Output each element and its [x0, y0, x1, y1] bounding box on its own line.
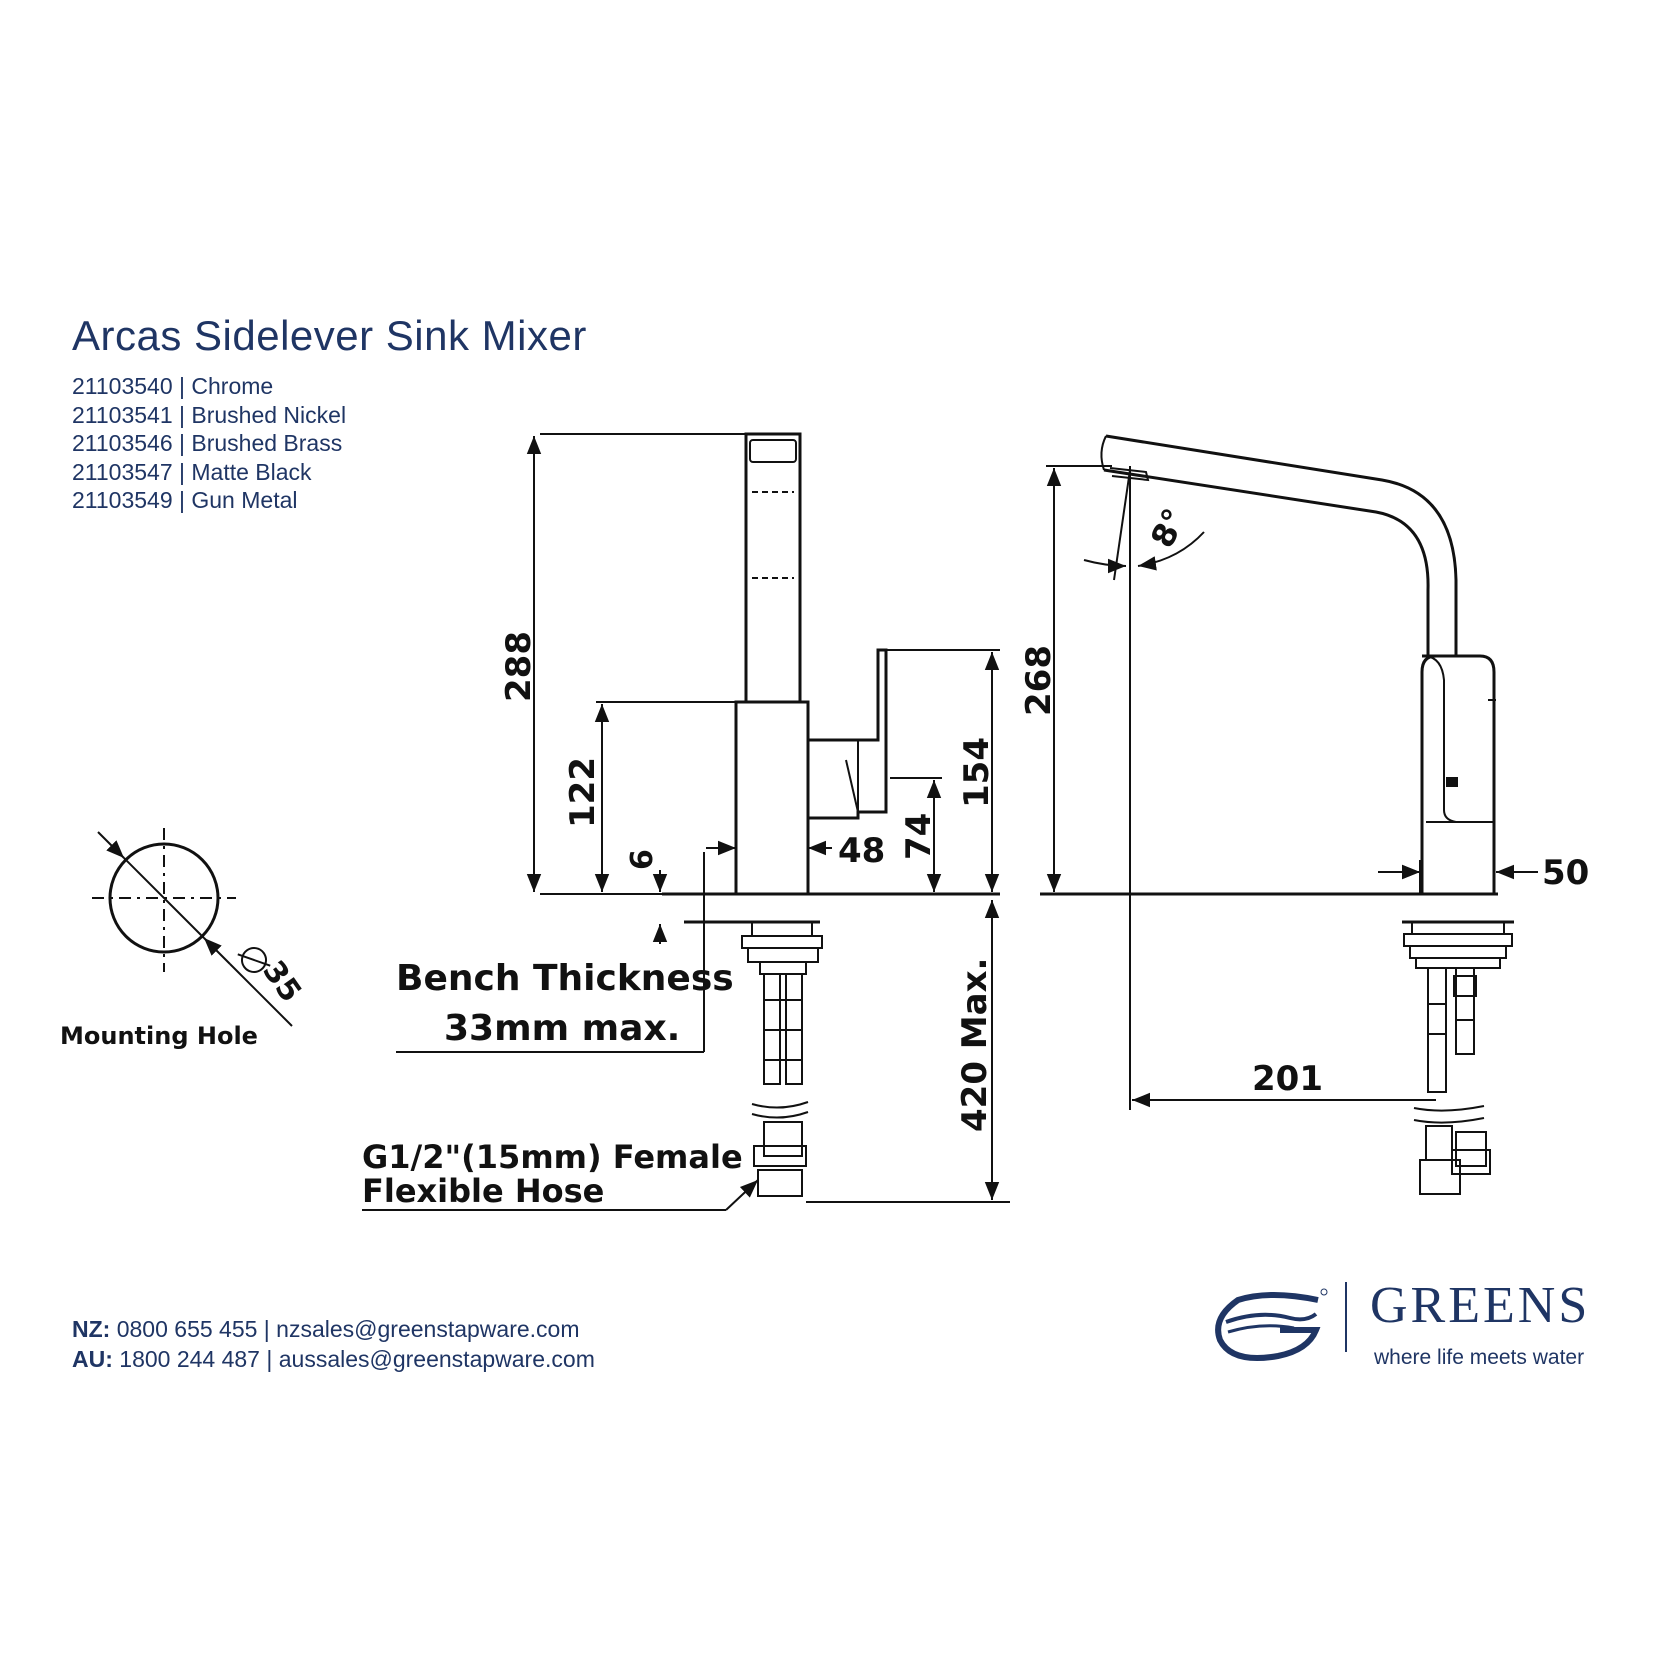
- hose-spec-label: G1/2"(15mm) Female: [362, 1138, 743, 1176]
- diameter-symbol: [237, 947, 271, 973]
- dim-outlet-height: 74: [899, 813, 939, 860]
- au-details: 1800 244 487 | aussales@greenstapware.co…: [119, 1346, 595, 1372]
- hose-type-label: Flexible Hose: [362, 1172, 604, 1210]
- variant-line: 21103546 | Brushed Brass: [72, 430, 343, 456]
- dim-overall-height: 288: [499, 631, 539, 702]
- mounting-hole-view: [92, 828, 293, 1027]
- nz-label: NZ:: [72, 1316, 111, 1342]
- contact-nz: NZ: 0800 655 455 | nzsales@greenstapware…: [72, 1314, 595, 1344]
- contact-au: AU: 1800 244 487 | aussales@greenstapwar…: [72, 1344, 595, 1374]
- dim-angle: 8°: [1143, 502, 1194, 553]
- variant-line: 21103549 | Gun Metal: [72, 487, 298, 513]
- au-label: AU:: [72, 1346, 113, 1372]
- variant-line: 21103540 | Chrome: [72, 373, 274, 399]
- dim-lever-width: 48: [838, 831, 885, 871]
- bench-thickness-label: Bench Thickness: [396, 958, 734, 999]
- mounting-hole-label: Mounting Hole: [60, 1022, 258, 1050]
- front-view: [362, 432, 1010, 1211]
- brand-tagline: where life meets water: [1374, 1346, 1585, 1369]
- brand-name: GREENS: [1370, 1277, 1591, 1334]
- dim-hose-length: 420 Max.: [955, 958, 995, 1132]
- variant-line: 21103541 | Brushed Nickel: [72, 401, 347, 428]
- contact-info: NZ: 0800 655 455 | nzsales@greenstapware…: [72, 1314, 595, 1374]
- dim-base-width: 50: [1542, 853, 1589, 893]
- dim-body-height: 122: [563, 757, 603, 828]
- nz-details: 0800 655 455 | nzsales@greenstapware.com: [116, 1316, 580, 1342]
- dim-reach: 201: [1252, 1059, 1323, 1099]
- dim-lever-height: 154: [957, 737, 997, 808]
- bench-thickness-max: 33mm max.: [444, 1008, 680, 1049]
- variant-line: 21103547 | Matte Black: [72, 458, 312, 485]
- variant-list: 21103540 | Chrome 21103541 | Brushed Nic…: [72, 372, 346, 515]
- greens-logo-icon: [1215, 1288, 1328, 1361]
- dim-side-height: 268: [1019, 645, 1059, 716]
- side-view: [1040, 434, 1538, 1195]
- dim-base-offset: 6: [625, 849, 660, 870]
- product-title: Arcas Sidelever Sink Mixer: [72, 312, 587, 359]
